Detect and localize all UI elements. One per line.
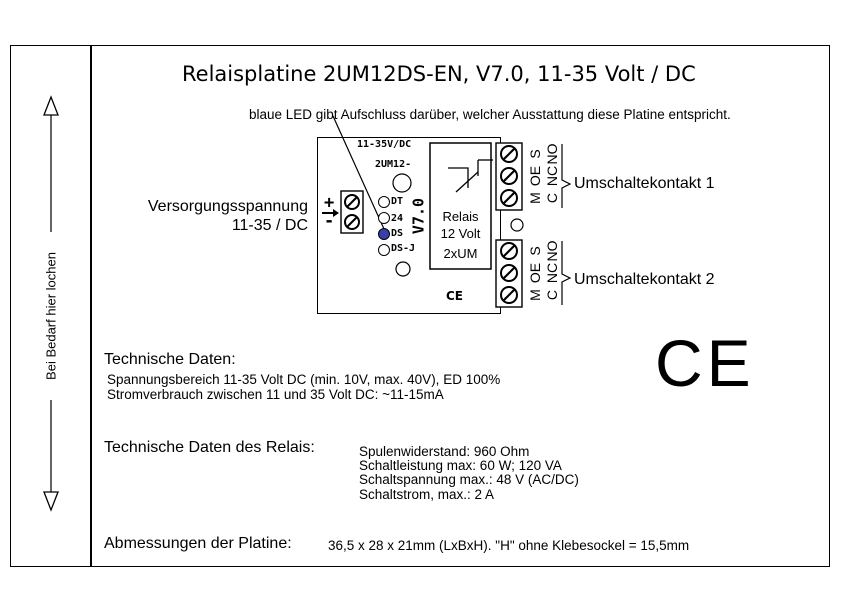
terminal-letter-1: M (527, 192, 543, 204)
relay-tech-line-1: Spulenwiderstand: 960 Ohm (359, 444, 530, 459)
screw-slot (502, 191, 516, 205)
board-model: 2UM12- (375, 159, 412, 170)
relay-tech-heading: Technische Daten des Relais: (104, 439, 315, 456)
relay-line3: 2xUM (443, 246, 478, 261)
relay-tech-line-2: Schaltleistung max: 60 W; 120 VA (359, 458, 562, 473)
led-24 (378, 212, 390, 224)
polarity-plus: + (324, 193, 335, 213)
led-label-dt: DT (391, 196, 404, 207)
screw-slot (502, 244, 516, 258)
board-ce-mark: CE (446, 289, 464, 303)
terminal-letter-1: S (527, 149, 543, 159)
tech-heading: Technische Daten: (104, 351, 236, 368)
led-label-ds: DS (391, 228, 404, 239)
relay-line1: Relais (442, 209, 479, 224)
led-label-dsj: DS-J (391, 243, 416, 254)
contact-screws (500, 145, 518, 304)
power-screws (344, 194, 360, 230)
contact-letter-2: NC (544, 262, 560, 284)
contact-letter-2: NO (544, 240, 560, 262)
contact-letter-2: C (544, 289, 560, 301)
contact-letter-1: C (544, 192, 560, 204)
polarity-minus: - (324, 211, 335, 231)
terminal-letter-2: S (527, 246, 543, 256)
terminal-letter-2: M (527, 289, 543, 301)
relay-tech-line-3: Schaltspannung max.: 48 V (AC/DC) (359, 472, 579, 487)
screw-slot (502, 266, 516, 280)
screw-slot (502, 288, 516, 302)
led-label-24: 24 (391, 213, 404, 224)
page-title: Relaisplatine 2UM12DS-EN, V7.0, 11-35 Vo… (182, 62, 696, 86)
board-voltage: 11-35V/DC (357, 139, 412, 150)
led-dt (378, 196, 390, 208)
supply-label: Versorgungsspannung 11-35 / DC (118, 197, 308, 235)
terminal-letter-2: OE (527, 262, 543, 284)
side-divider (90, 45, 92, 567)
screw-slot (502, 169, 516, 183)
led-note: blaue LED gibt Aufschluss darüber, welch… (249, 107, 731, 122)
relay-line2: 12 Volt (440, 226, 481, 241)
supply-line1: Versorgungsspannung (147, 198, 308, 215)
screw-slot (502, 147, 516, 161)
terminal-letter-1: OE (527, 165, 543, 187)
contact-2-label: Umschaltekontakt 2 (574, 271, 715, 288)
led-ds-j (378, 244, 390, 256)
tech-line-2: Stromverbrauch zwischen 11 und 35 Volt D… (107, 387, 444, 402)
outer-frame (10, 45, 830, 567)
tech-line-1: Spannungsbereich 11-35 Volt DC (min. 10V… (107, 372, 501, 387)
dimensions-label: Abmessungen der Platine: (104, 535, 292, 552)
contact-letter-1: NO (544, 143, 560, 165)
contact-letter-1: NC (544, 165, 560, 187)
supply-line2: 11-35 / DC (231, 217, 308, 234)
relay-label: Relais 12 Volt 2xUM (430, 208, 491, 262)
led-ds (378, 228, 390, 240)
relay-tech-line-4: Schaltstrom, max.: 2 A (359, 487, 495, 502)
ce-mark: CE (655, 326, 755, 400)
contact-1-label: Umschaltekontakt 1 (574, 175, 715, 192)
dimensions-value: 36,5 x 28 x 21mm (LxBxH). "H" ohne Klebe… (328, 538, 690, 553)
